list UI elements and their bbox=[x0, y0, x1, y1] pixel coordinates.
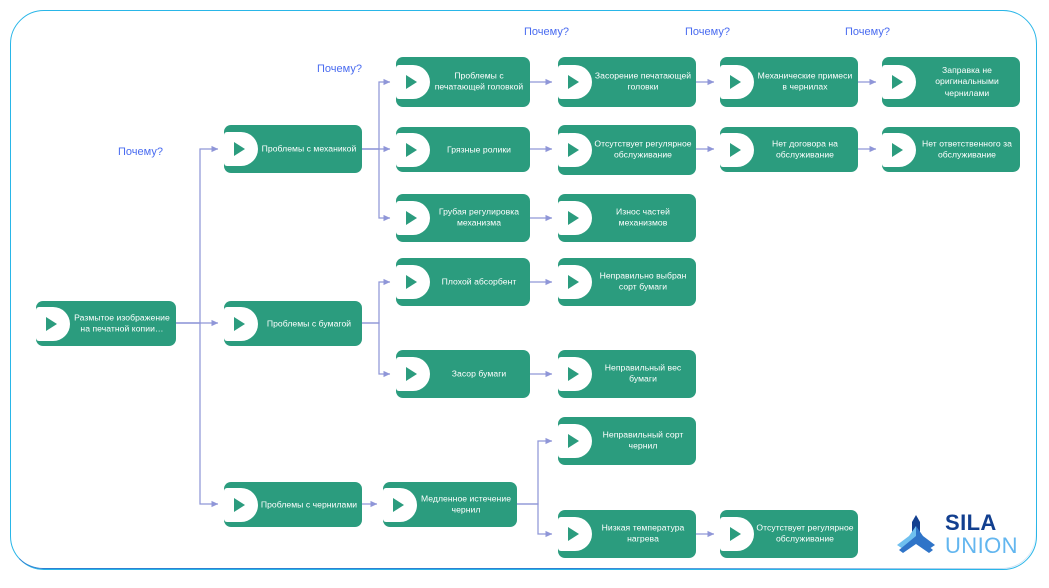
sila-union-mark-icon bbox=[897, 515, 935, 553]
play-icon bbox=[396, 357, 430, 391]
play-icon bbox=[396, 65, 430, 99]
logo-line-2: UNION bbox=[945, 532, 1018, 558]
why-caption-3: Почему? bbox=[524, 26, 569, 38]
node-root[interactable]: Размытое изображение на печатной копии… bbox=[36, 301, 176, 346]
node-no-service-contract[interactable]: Нет договора на обслуживание bbox=[720, 127, 858, 172]
play-icon bbox=[558, 265, 592, 299]
node-label: Заправка не оригинальными чернилами bbox=[935, 64, 999, 98]
node-mechanism-wear[interactable]: Износ частей механизмов bbox=[558, 194, 696, 242]
node-low-heat-temperature[interactable]: Низкая температура нагрева bbox=[558, 510, 696, 558]
node-label: Грязные ролики bbox=[447, 143, 511, 154]
play-icon bbox=[383, 487, 417, 522]
node-label: Механические примеси в чернилах bbox=[757, 70, 853, 92]
node-wrong-ink-grade[interactable]: Неправильный сорт чернил bbox=[558, 417, 696, 465]
play-icon bbox=[224, 132, 258, 166]
logo-line-1: SILA bbox=[945, 509, 997, 535]
node-rough-adjustment[interactable]: Грубая регулировка механизма bbox=[396, 194, 530, 242]
play-icon bbox=[720, 65, 754, 99]
node-printhead-problems[interactable]: Проблемы с печатающей головкой bbox=[396, 57, 530, 107]
play-icon bbox=[882, 65, 916, 99]
node-label: Проблемы с механикой bbox=[261, 143, 357, 154]
play-icon bbox=[224, 487, 258, 522]
sila-union-logo: SILA UNION bbox=[893, 508, 1023, 560]
play-icon bbox=[720, 517, 754, 551]
node-label: Плохой абсорбент bbox=[441, 276, 517, 287]
node-mechanical-impurities[interactable]: Механические примеси в чернилах bbox=[720, 57, 858, 107]
node-label: Низкая температура нагрева bbox=[601, 522, 685, 544]
node-slow-ink-flow[interactable]: Медленное истечение чернил bbox=[383, 482, 517, 527]
node-no-regular-service-a[interactable]: Отсутствует регулярное обслуживание bbox=[558, 125, 696, 175]
node-label: Нет договора на обслуживание bbox=[771, 138, 838, 160]
play-icon bbox=[396, 265, 430, 299]
node-wrong-paper-weight[interactable]: Неправильный вес бумаги bbox=[558, 350, 696, 398]
why-caption-2: Почему? bbox=[317, 63, 362, 75]
play-icon bbox=[36, 306, 70, 341]
node-printhead-clog[interactable]: Засорение печатающей головки bbox=[558, 57, 696, 107]
node-label: Засорение печатающей головки bbox=[594, 70, 692, 92]
play-icon bbox=[396, 132, 430, 167]
node-ink-problems[interactable]: Проблемы с чернилами bbox=[224, 482, 362, 527]
node-label: Проблемы с бумагой bbox=[266, 317, 352, 328]
node-no-responsible-person[interactable]: Нет ответственного за обслуживание bbox=[882, 127, 1020, 172]
play-icon bbox=[558, 357, 592, 391]
play-icon bbox=[720, 132, 754, 167]
node-non-original-ink[interactable]: Заправка не оригинальными чернилами bbox=[882, 57, 1020, 107]
play-icon bbox=[558, 201, 592, 235]
node-label: Отсутствует регулярное обслуживание bbox=[594, 138, 692, 160]
node-dirty-rollers[interactable]: Грязные ролики bbox=[396, 127, 530, 172]
node-paper-jam[interactable]: Засор бумаги bbox=[396, 350, 530, 398]
play-icon bbox=[558, 424, 592, 458]
play-icon bbox=[558, 65, 592, 99]
node-label: Неправильный вес бумаги bbox=[604, 362, 682, 384]
play-icon bbox=[558, 133, 592, 167]
node-label: Отсутствует регулярное обслуживание bbox=[756, 522, 854, 544]
node-poor-absorbent[interactable]: Плохой абсорбент bbox=[396, 258, 530, 306]
node-paper-problems[interactable]: Проблемы с бумагой bbox=[224, 301, 362, 346]
node-label: Проблемы с чернилами bbox=[260, 498, 358, 509]
node-label: Засор бумаги bbox=[451, 368, 507, 379]
play-icon bbox=[882, 132, 916, 167]
node-label: Размытое изображение на печатной копии… bbox=[74, 312, 170, 334]
node-label: Неправильный сорт чернил bbox=[602, 429, 684, 451]
node-wrong-paper-grade[interactable]: Неправильно выбран сорт бумаги bbox=[558, 258, 696, 306]
why-caption-4: Почему? bbox=[685, 26, 730, 38]
node-label: Проблемы с печатающей головкой bbox=[434, 70, 524, 92]
node-no-regular-service-b[interactable]: Отсутствует регулярное обслуживание bbox=[720, 510, 858, 558]
node-label: Грубая регулировка механизма bbox=[438, 206, 520, 228]
node-mechanics-problems[interactable]: Проблемы с механикой bbox=[224, 125, 362, 173]
play-icon bbox=[224, 306, 258, 341]
play-icon bbox=[558, 517, 592, 551]
node-label: Нет ответственного за обслуживание bbox=[922, 138, 1012, 160]
play-icon bbox=[396, 201, 430, 235]
why-caption-5: Почему? bbox=[845, 26, 890, 38]
node-label: Медленное истечение чернил bbox=[420, 493, 512, 515]
node-label: Износ частей механизмов bbox=[616, 206, 670, 228]
connector-paths bbox=[176, 78, 877, 538]
why-caption-1: Почему? bbox=[118, 146, 163, 158]
node-label: Неправильно выбран сорт бумаги bbox=[599, 270, 687, 292]
